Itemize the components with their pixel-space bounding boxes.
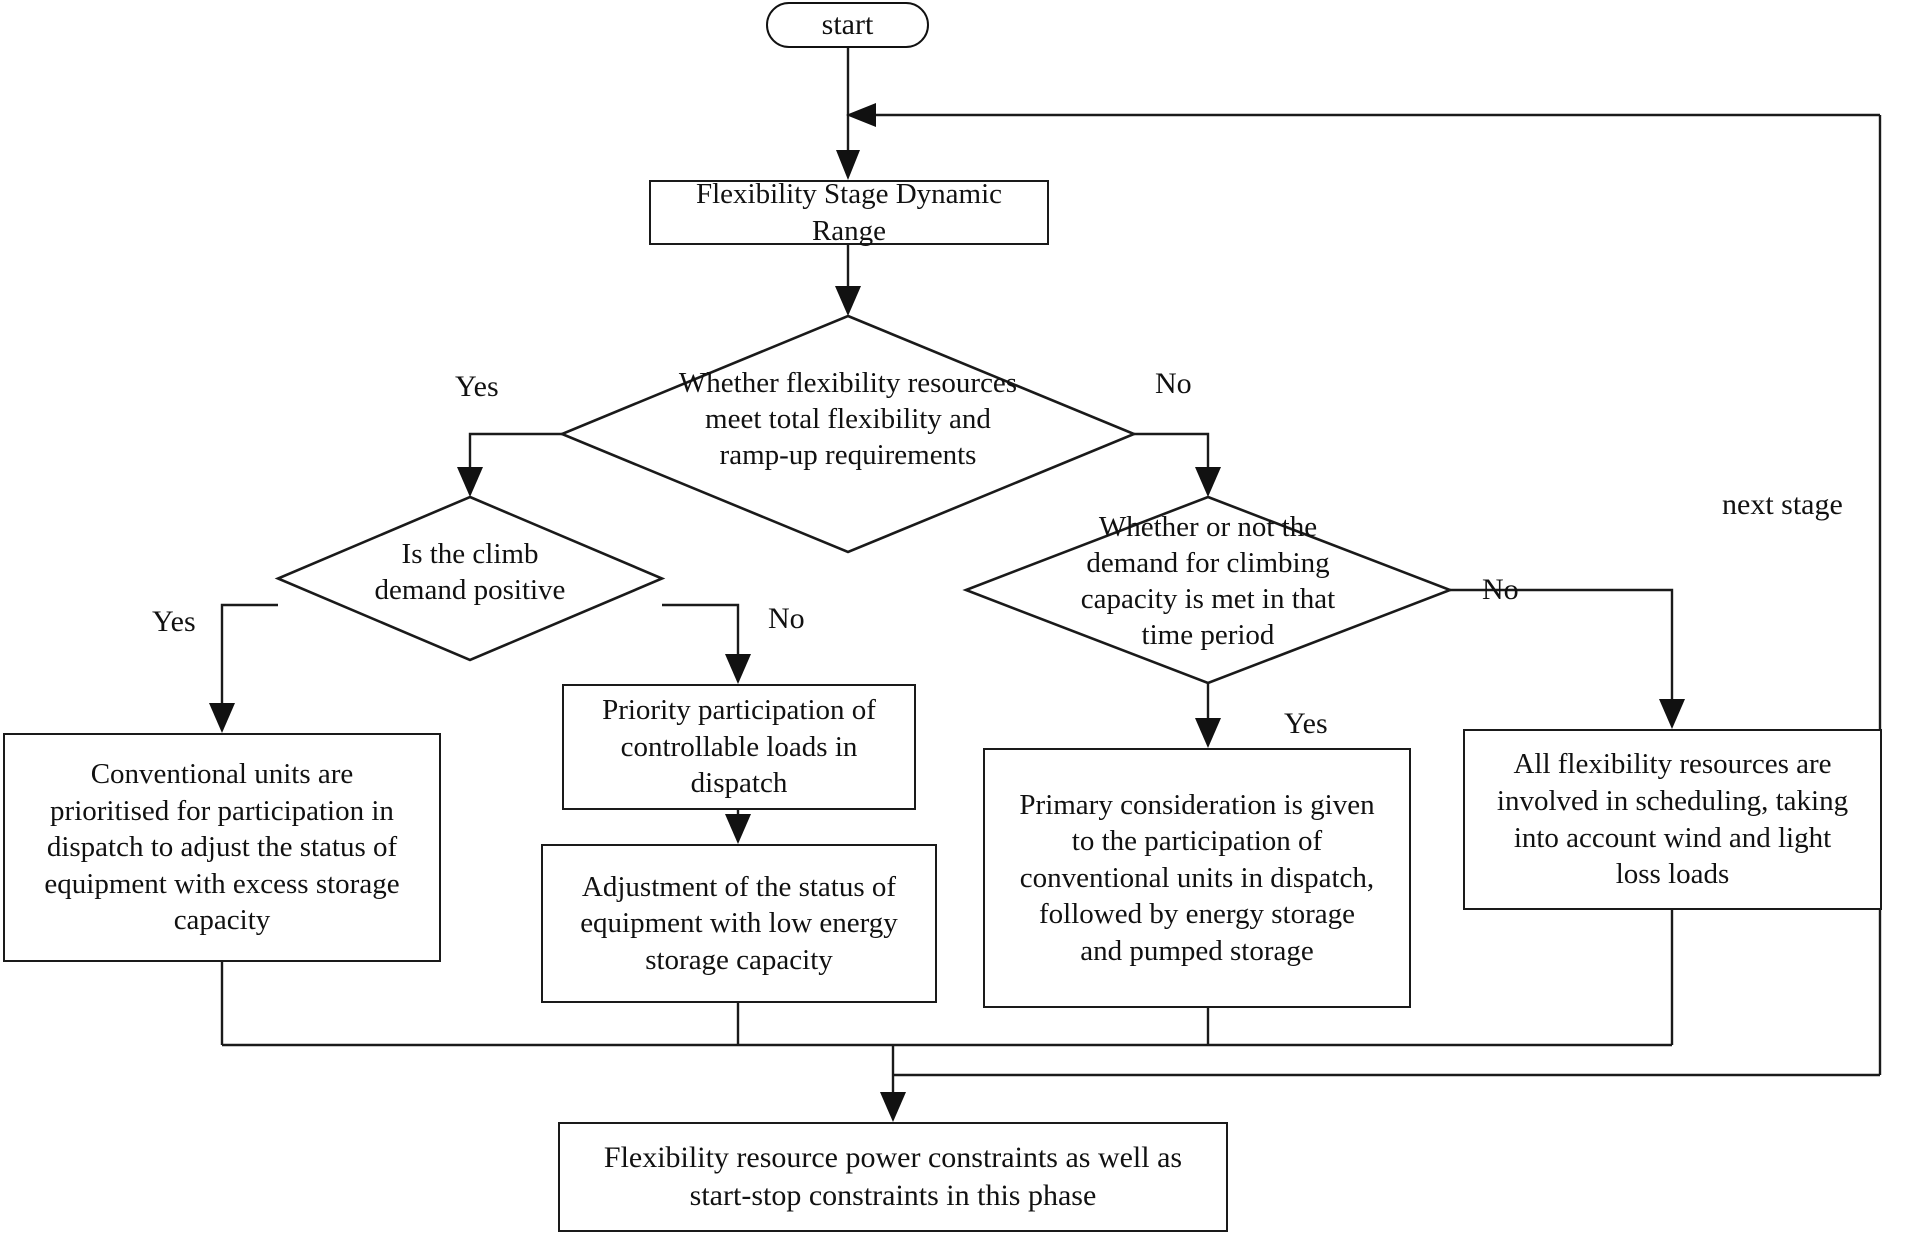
node-all-flexibility-resources[interactable]: All flexibility resources are involved i… xyxy=(1463,729,1882,910)
edge-label-total-no: No xyxy=(1155,367,1192,400)
arrowhead-climb-yes xyxy=(209,703,235,733)
arrowhead-capacity-yes xyxy=(1195,718,1221,748)
decision-climbing-capacity-shape xyxy=(962,495,1454,685)
edge-label-capacity-no: No xyxy=(1482,573,1519,606)
decision-total-flexibility-label: Whether flexibility resources meet total… xyxy=(678,367,1018,471)
edge-label-next-stage: next stage xyxy=(1722,488,1843,521)
edge-climb-yes xyxy=(220,603,278,709)
decision-climbing-capacity-label: Whether or not the demand for climbing c… xyxy=(1080,511,1336,651)
decision-climb-demand-label: Is the climb demand positive xyxy=(374,537,566,606)
node-start[interactable]: start xyxy=(766,2,929,48)
decision-total-flexibility-shape xyxy=(558,314,1138,554)
node-flexibility-power-constraints[interactable]: Flexibility resource power constraints a… xyxy=(558,1122,1228,1232)
arrowhead-climb-no xyxy=(725,654,751,684)
arrowhead-loop-return xyxy=(846,103,876,127)
node-decision-climb-demand[interactable]: Is the climb demand positive xyxy=(274,495,666,662)
arrowhead-bus-to-constraints xyxy=(880,1092,906,1122)
edge-total-no xyxy=(1134,432,1210,473)
node-decision-climbing-capacity[interactable]: Whether or not the demand for climbing c… xyxy=(962,495,1454,685)
node-priority-controllable-loads[interactable]: Priority participation of controllable l… xyxy=(562,684,916,810)
node-flexibility-stage-dynamic-range[interactable]: Flexibility Stage Dynamic Range xyxy=(649,178,1049,247)
edge-label-climb-yes: Yes xyxy=(152,605,196,638)
arrowhead-capacity-no xyxy=(1659,699,1685,729)
node-conventional-units-dispatch[interactable]: Conventional units are prioritised for p… xyxy=(3,733,441,962)
node-decision-total-flexibility[interactable]: Whether flexibility resources meet total… xyxy=(558,314,1138,554)
node-primary-consideration-dispatch[interactable]: Primary consideration is given to the pa… xyxy=(983,748,1411,1008)
arrowhead-priority-to-adjust xyxy=(725,814,751,844)
edge-climb-no xyxy=(662,603,740,660)
edge-label-capacity-yes: Yes xyxy=(1284,707,1328,740)
edge-capacity-no xyxy=(1450,588,1674,705)
node-adjust-low-energy-equipment[interactable]: Adjustment of the status of equipment wi… xyxy=(541,844,937,1003)
decision-climb-demand-shape xyxy=(274,495,666,662)
edge-total-yes xyxy=(468,432,562,473)
edge-label-total-yes: Yes xyxy=(455,370,499,403)
edge-label-climb-no: No xyxy=(768,602,805,635)
